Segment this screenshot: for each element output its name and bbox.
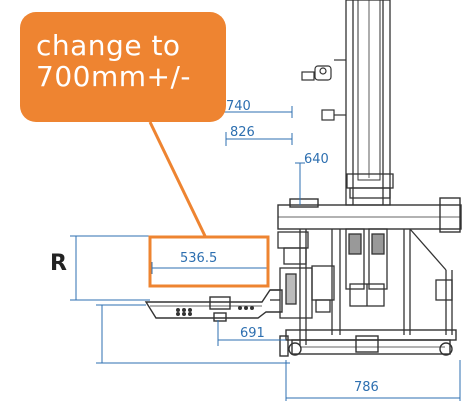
dimension-640 (295, 162, 305, 205)
dimension-786 (285, 360, 461, 401)
dimension-786-label: 786 (354, 380, 379, 395)
dimension-826-label: 826 (230, 125, 255, 140)
side-label-r: R (50, 251, 67, 276)
dimension-536-label: 536.5 (180, 251, 217, 266)
front-arm (144, 289, 283, 322)
dimension-740 (215, 106, 293, 118)
drive-cylinders (345, 228, 388, 307)
top-beam (277, 197, 462, 233)
dimension-691 (217, 320, 286, 346)
dimension-640-label: 640 (304, 152, 329, 167)
callout-line-1: change to (36, 29, 181, 62)
dimension-740-label: 740 (226, 99, 251, 114)
callout-pointer (148, 121, 207, 237)
base-frame (279, 329, 457, 357)
dimension-826 (225, 132, 293, 146)
dimension-691-label: 691 (240, 326, 265, 341)
mast-column (345, 0, 394, 206)
callout-line-2: 700mm+/- (36, 60, 191, 93)
mast-side-parts (301, 59, 346, 121)
dimension-left-verticals (70, 235, 290, 364)
callout-box: change to 700mm+/- (20, 12, 226, 122)
highlight-box (148, 235, 270, 288)
gearbox-block (270, 231, 335, 319)
